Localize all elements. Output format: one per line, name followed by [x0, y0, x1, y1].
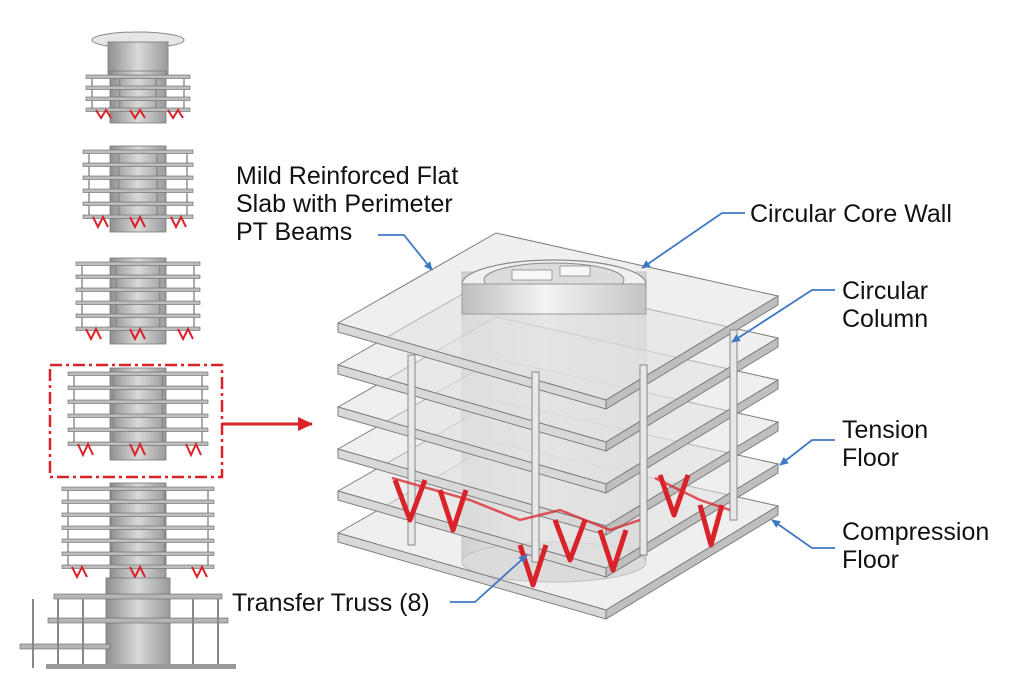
- tower-transfer-truss: [191, 564, 208, 580]
- tower-floor-slab: [85, 107, 191, 112]
- tower-floor-slab: [75, 300, 201, 305]
- core-wall-upper: [461, 283, 647, 315]
- slab-callout-arrow: [378, 234, 433, 271]
- tower-transfer-truss: [170, 214, 187, 230]
- core-wall-label: Circular Core Wall: [750, 200, 952, 228]
- floor-slab-edge: [605, 295, 779, 410]
- transfer-truss: [657, 474, 691, 518]
- tower-floor-slab: [82, 175, 194, 180]
- tower-podium-slab: [19, 643, 111, 650]
- transfer-truss-chord: [654, 476, 731, 512]
- tower-transfer-truss: [85, 326, 102, 342]
- tower-floor-slab: [67, 399, 209, 404]
- column-label: Circular Column: [842, 277, 929, 333]
- tower-podium-slab: [47, 617, 229, 624]
- tower-floor-slab: [75, 274, 201, 279]
- callout-arrows: [378, 212, 835, 603]
- tower-transfer-truss: [167, 108, 184, 120]
- tower-transfer-truss: [129, 108, 146, 120]
- tower-floor-slab: [82, 201, 194, 206]
- tower-floor-slab: [61, 512, 215, 517]
- tower-model: [19, 31, 236, 669]
- circular-column: [407, 354, 416, 546]
- tower-transfer-truss: [129, 564, 146, 580]
- tower-floor-slab: [61, 486, 215, 491]
- tower-floor-slab: [75, 287, 201, 292]
- tension-floor-label: Tension Floor: [842, 416, 929, 472]
- tower-floor-slab: [67, 413, 209, 418]
- tower-floor-slab: [82, 149, 194, 154]
- tower-floor-slab: [67, 371, 209, 376]
- highlight-box: [48, 363, 224, 479]
- tower-floor-slab: [61, 538, 215, 543]
- tower-floor-slab: [61, 525, 215, 530]
- column-callout-arrow: [731, 289, 835, 343]
- tower-floor-slab: [67, 441, 209, 446]
- core-internal-wall: [511, 269, 553, 281]
- compression-callout-arrow: [771, 519, 835, 549]
- transfer-truss: [392, 479, 428, 523]
- floor-detail-model: [336, 232, 780, 620]
- tower-crown-core: [107, 41, 169, 75]
- tower-floor-slab: [75, 326, 201, 331]
- core-callout-arrow: [641, 212, 745, 269]
- tower-floor-slab: [85, 74, 191, 79]
- slab-label: Mild Reinforced Flat Slab with Perimeter…: [236, 162, 459, 246]
- tower-transfer-truss: [185, 441, 202, 458]
- tower-floor-slab: [82, 162, 194, 167]
- tower-transfer-truss: [129, 441, 146, 458]
- tower-floor-slab: [85, 85, 191, 90]
- tower-floor-slab: [67, 385, 209, 390]
- transfer-truss: [697, 504, 725, 548]
- tower-transfer-truss: [177, 326, 194, 342]
- tower-transfer-truss: [71, 564, 88, 580]
- truss-callout-arrow: [450, 554, 528, 603]
- tower-floor-slab: [61, 564, 215, 569]
- tower-floor-slab: [82, 214, 194, 219]
- circular-column: [531, 371, 540, 563]
- transfer-truss: [552, 519, 588, 563]
- tower-ground: [46, 664, 236, 669]
- circular-column: [729, 329, 738, 521]
- compression-floor-label: Compression Floor: [842, 518, 990, 574]
- transfer-truss-chord: [391, 476, 641, 532]
- tower-floor-slab: [75, 261, 201, 266]
- tower-transfer-truss: [129, 326, 146, 342]
- tower-transfer-truss: [92, 214, 109, 230]
- core-internal-wall: [559, 265, 591, 277]
- transfer-truss-label: Transfer Truss (8): [232, 589, 430, 617]
- tower-floor-slab: [61, 551, 215, 556]
- tower-floor-slab: [67, 427, 209, 432]
- transfer-truss: [597, 529, 629, 573]
- tower-podium-slab: [53, 593, 223, 600]
- tower-floor-slab: [61, 499, 215, 504]
- tower-floor-slab: [82, 188, 194, 193]
- transfer-truss: [437, 489, 469, 533]
- tension-callout-arrow: [779, 439, 835, 466]
- floor-slab-edge: [605, 505, 779, 620]
- tower-transfer-truss: [77, 441, 94, 458]
- circular-column: [639, 364, 648, 556]
- tower-transfer-truss: [95, 108, 112, 120]
- tower-floor-slab: [75, 313, 201, 318]
- tower-transfer-truss: [129, 214, 146, 230]
- tower-floor-slab: [85, 96, 191, 101]
